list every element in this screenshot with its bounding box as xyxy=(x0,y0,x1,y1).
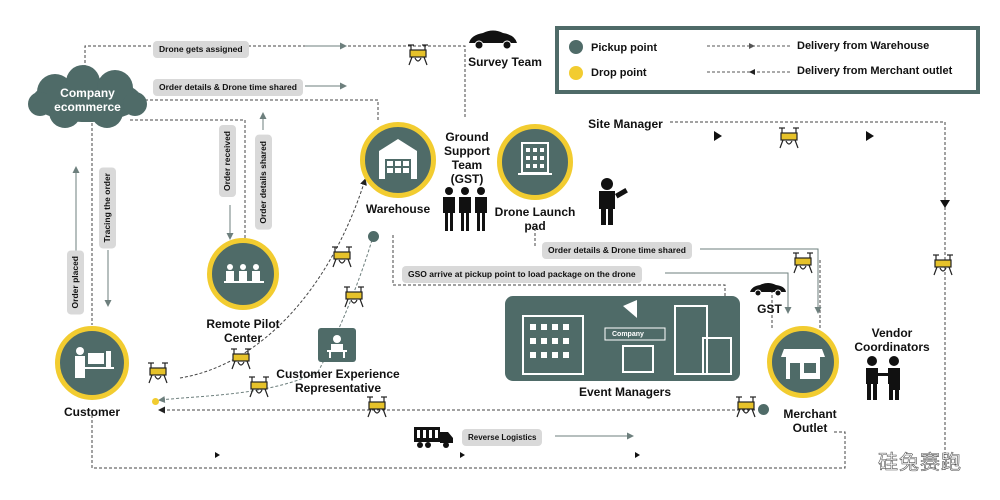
drone-icon xyxy=(736,396,756,418)
drone-icon xyxy=(249,376,269,398)
truck-icon xyxy=(414,427,453,448)
handshake-icon xyxy=(866,356,900,400)
gst-label: GST xyxy=(757,302,782,316)
warehouse-node xyxy=(360,122,436,198)
legend-drop: Drop point xyxy=(591,67,647,79)
remote-pilot-label: Remote Pilot Center xyxy=(206,317,280,345)
warehouse-label: Warehouse xyxy=(365,202,431,216)
launch-pad-icon xyxy=(518,142,552,175)
line-company-remote xyxy=(130,119,246,240)
line-drone-assigned xyxy=(84,45,466,118)
line-curve-pickup xyxy=(158,239,373,403)
legend-line-icons xyxy=(707,43,792,75)
vendor-coordinators-label: Vendor Coordinators xyxy=(854,326,930,354)
legend-merchant-flow: Delivery from Merchant outlet xyxy=(797,65,953,77)
line-curve-warehouse xyxy=(179,178,367,379)
arrow-gso xyxy=(665,272,792,314)
cloud-icon xyxy=(28,65,147,128)
flow-reverse-logistics: Reverse Logistics xyxy=(462,429,543,446)
event-managers-label: Event Managers xyxy=(578,385,672,399)
flow-order-placed: Order placed xyxy=(67,250,84,315)
flow-tracing: Tracing the order xyxy=(99,167,116,249)
event-company-sign: Company xyxy=(612,331,644,338)
launch-pad-node xyxy=(497,124,573,200)
drone-icon xyxy=(408,44,428,66)
legend-warehouse-flow: Delivery from Warehouse xyxy=(797,40,930,52)
pickup-dot-icon xyxy=(569,40,583,54)
flow-order-time-mid: Order details & Drone time shared xyxy=(542,242,692,259)
merchant-outlet-node xyxy=(767,326,839,398)
shop-icon xyxy=(781,349,825,379)
cer-box xyxy=(318,328,356,362)
customer-computer-icon xyxy=(75,347,114,378)
pickup-point-merchant xyxy=(758,404,769,415)
arrow-order-time-mid xyxy=(700,248,822,314)
flow-drone-assigned: Drone gets assigned xyxy=(153,41,249,58)
line-site-manager xyxy=(670,121,946,470)
gst-team-label: Ground Support Team (GST) xyxy=(444,130,490,186)
flow-order-details-shared: Order details shared xyxy=(255,135,272,230)
customer-node xyxy=(55,326,129,400)
pilot-desk-icon xyxy=(224,264,264,283)
line-gso-box xyxy=(392,235,726,300)
watermark: 硅兔赛跑 xyxy=(878,452,962,475)
flow-order-received: Order received xyxy=(219,125,236,198)
drone-icon xyxy=(332,246,352,268)
car-icon xyxy=(469,30,517,50)
drone-icon xyxy=(148,362,168,384)
legend: Pickup point Drop point Delivery from Wa… xyxy=(555,26,980,94)
launch-pad-label: Drone Launch pad xyxy=(494,205,576,233)
event-managers-box xyxy=(505,296,740,381)
engineer-icon xyxy=(599,178,628,225)
remote-pilot-node xyxy=(207,238,279,310)
survey-team-label: Survey Team xyxy=(468,55,542,69)
site-manager-label: Site Manager xyxy=(588,117,663,131)
headset-agent-icon xyxy=(327,335,347,358)
flow-gso: GSO arrive at pickup point to load packa… xyxy=(402,266,642,283)
line-order-details-top xyxy=(140,99,379,122)
company-ecommerce-label: Company ecommerce xyxy=(54,86,121,114)
gst-car-icon xyxy=(750,283,786,297)
drop-dot-icon xyxy=(569,66,583,80)
drop-point-customer xyxy=(152,398,159,405)
legend-pickup: Pickup point xyxy=(591,42,657,54)
flow-order-time-top: Order details & Drone time shared xyxy=(153,79,303,96)
drone-icon xyxy=(367,396,387,418)
merchant-outlet-label: Merchant Outlet xyxy=(783,407,837,435)
customer-label: Customer xyxy=(63,405,120,419)
cer-label: Customer Experience Representative xyxy=(276,367,400,395)
drone-icon xyxy=(344,286,364,308)
drone-icon xyxy=(779,127,799,149)
city-buildings-icon xyxy=(522,300,732,375)
drone-icon xyxy=(933,254,953,276)
drone-icon xyxy=(793,252,813,274)
ground-team-icon xyxy=(443,187,487,231)
pickup-point-warehouse xyxy=(368,231,379,242)
warehouse-icon xyxy=(379,139,417,179)
drone-icon xyxy=(231,348,251,370)
line-bottom-loop xyxy=(91,410,846,469)
